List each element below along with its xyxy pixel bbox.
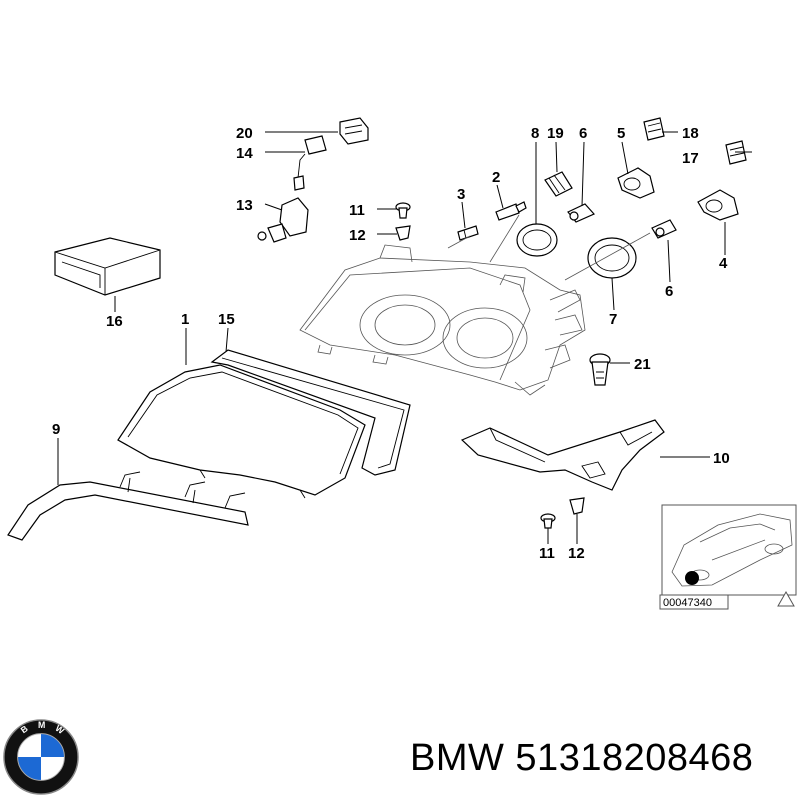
socket-4 [697, 189, 739, 221]
cap-7 [587, 237, 637, 279]
connector-plug [339, 117, 369, 145]
part-number-caption: BMW 51318208468 [410, 737, 754, 779]
callout-2: 2 [492, 169, 500, 186]
callout-21: 21 [634, 356, 651, 373]
callout-9: 9 [52, 421, 60, 438]
callout-6-top: 6 [579, 125, 587, 142]
callout-13: 13 [236, 197, 253, 214]
adjuster-21 [589, 353, 611, 386]
callout-7: 7 [609, 311, 617, 328]
svg-text:M: M [38, 720, 45, 730]
callout-17: 17 [682, 150, 699, 167]
callout-20: 20 [236, 125, 253, 142]
callout-14: 14 [236, 145, 253, 162]
sleeve-19 [544, 171, 573, 197]
trim-strip [7, 471, 249, 541]
bulb-6-top [567, 203, 595, 223]
bracket-10 [460, 419, 665, 491]
headlight-lens [117, 364, 366, 499]
parts-box [54, 237, 161, 296]
callout-19: 19 [547, 125, 564, 142]
callout-1: 1 [181, 311, 189, 328]
callout-10: 10 [713, 450, 730, 467]
cap-8 [516, 223, 558, 257]
callout-16: 16 [106, 313, 123, 330]
lamp-18 [643, 117, 665, 141]
bulb-holder-13 [257, 197, 309, 243]
bulb-6-lower [651, 219, 677, 239]
leader-lines [57, 131, 752, 544]
callout-18: 18 [682, 125, 699, 142]
reference-number: 00047340 [663, 597, 712, 609]
clip-12-bottom [569, 497, 585, 515]
location-marker [685, 571, 699, 585]
callout-4: 4 [719, 255, 728, 272]
bmw-logo: B M W [3, 719, 79, 795]
callout-3: 3 [457, 186, 465, 203]
callout-5: 5 [617, 125, 625, 142]
callout-8: 8 [531, 125, 539, 142]
vehicle-inset: 00047340 [659, 504, 797, 610]
callouts: 20 14 13 11 12 3 2 8 19 6 5 18 17 4 6 7 … [52, 125, 730, 562]
callout-6-lower: 6 [665, 283, 673, 300]
screw-11-top [395, 202, 411, 219]
headlight-housing [299, 244, 586, 396]
svg-text:B: B [19, 723, 30, 735]
callout-11-top: 11 [349, 202, 365, 219]
warning-triangle-icon [777, 590, 795, 607]
lens-gasket [210, 349, 411, 476]
clip-12-top [395, 225, 411, 241]
screw-11-bottom [540, 513, 556, 529]
bulb-3 [457, 225, 479, 241]
bulb-2 [495, 201, 527, 221]
cable-socket [293, 135, 327, 191]
callout-11-bottom: 11 [539, 545, 555, 562]
callout-15: 15 [218, 311, 235, 328]
socket-5 [617, 167, 655, 199]
callout-12-top: 12 [349, 227, 366, 244]
callout-12-bottom: 12 [568, 545, 585, 562]
